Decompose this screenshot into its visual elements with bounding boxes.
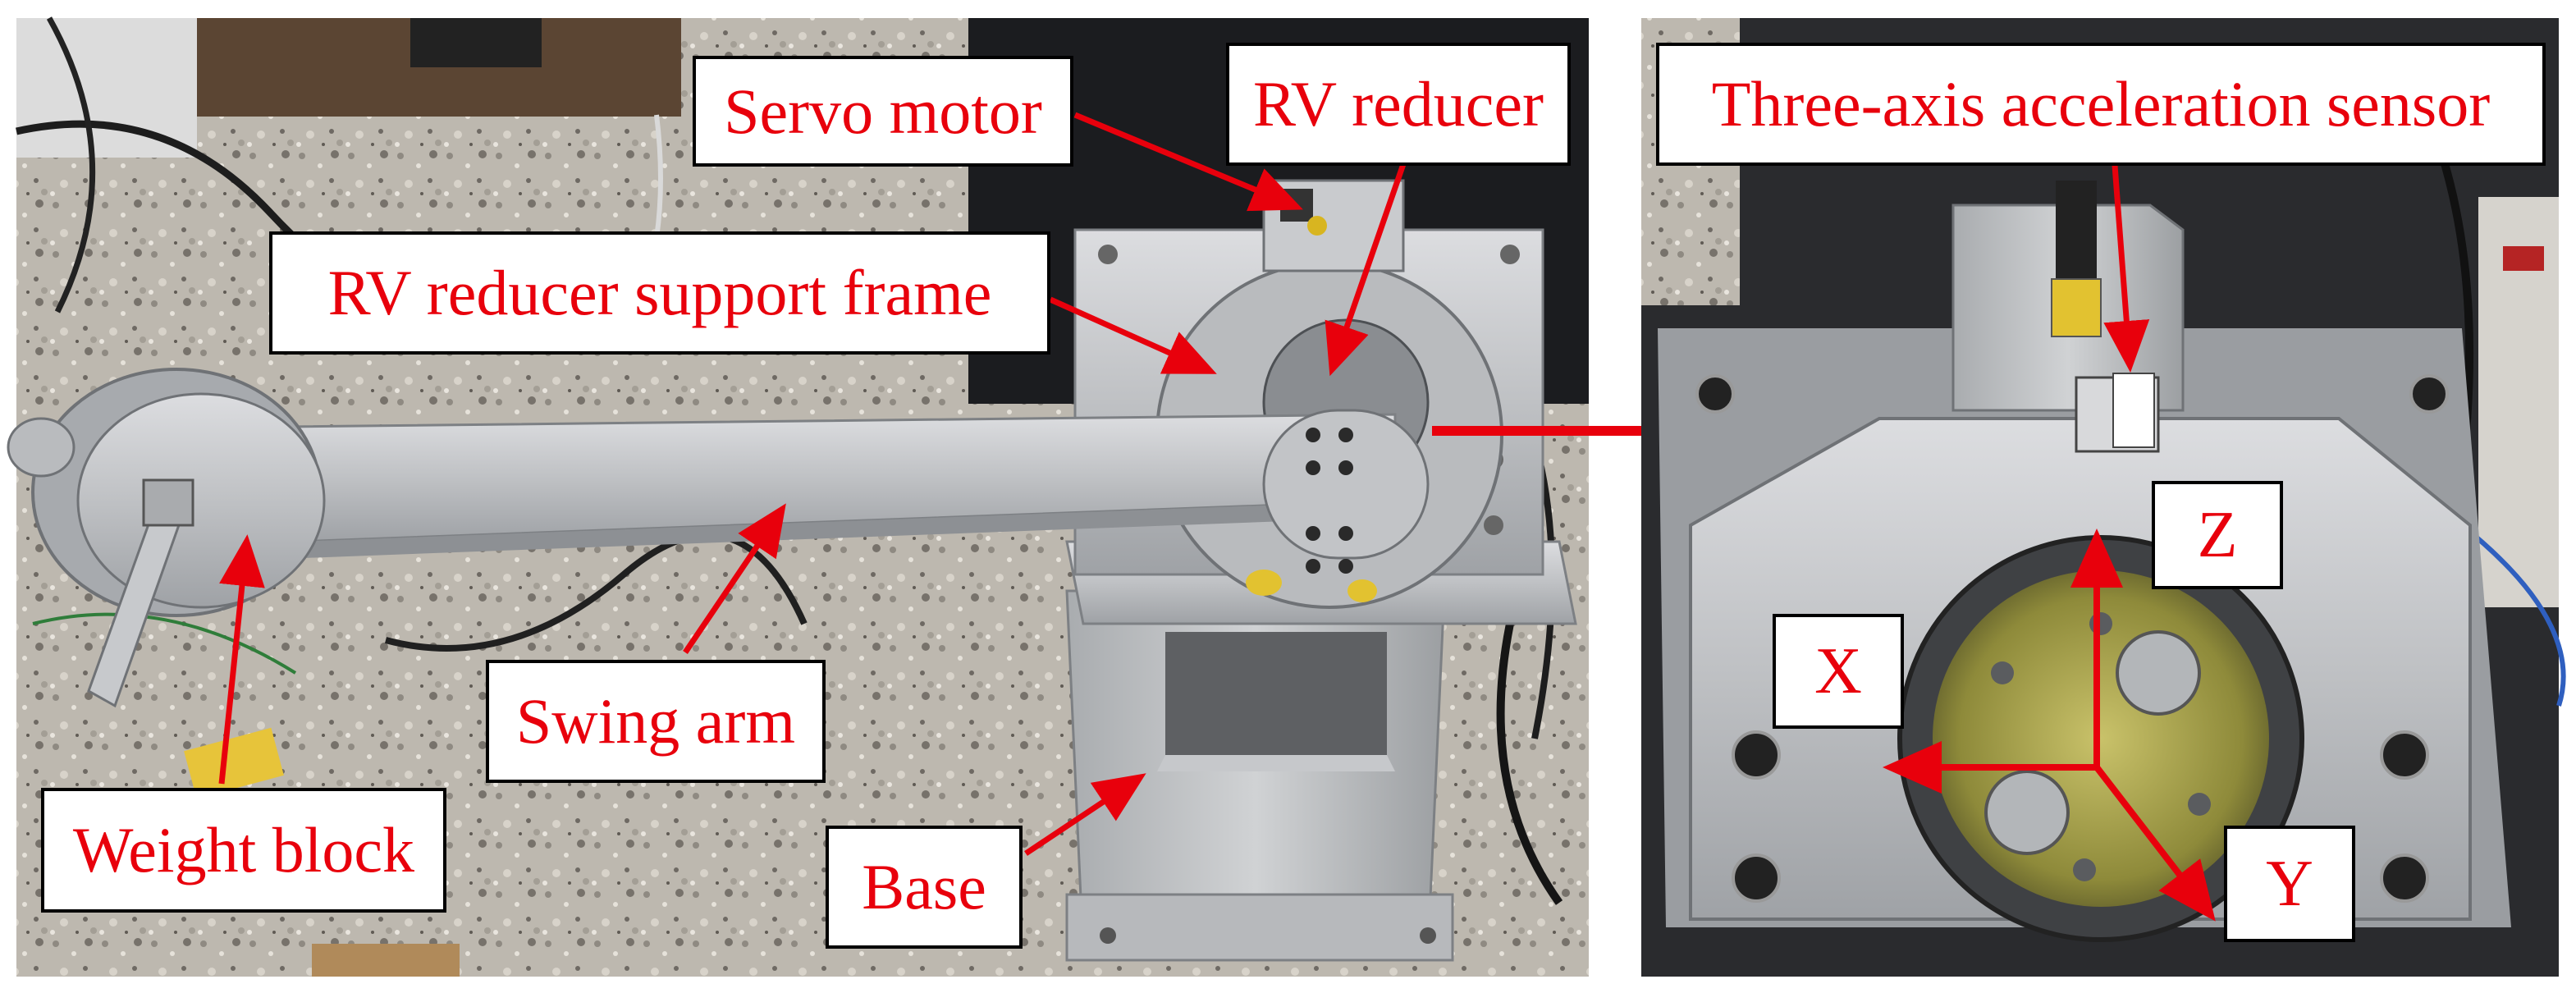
callout-arrows-left: [218, 112, 1407, 856]
axis-y-arrow: [2093, 765, 2216, 922]
label-sensor: Three-axis acceleration sensor: [1656, 43, 2546, 166]
yellow-tape: [184, 727, 284, 799]
label-rv-reducer: RV reducer: [1226, 43, 1571, 166]
white-box: [16, 18, 197, 158]
label-servo-motor: Servo motor: [693, 56, 1073, 167]
axis-arrows: [1883, 529, 2216, 922]
cardboard: [312, 944, 460, 977]
frame-bolts: [1695, 374, 2449, 903]
gear-hole: [1984, 770, 2070, 855]
base: [1065, 589, 1454, 962]
black-device: [410, 18, 542, 67]
label-weight-block: Weight block: [41, 788, 446, 913]
label-base: Base: [826, 826, 1023, 949]
cable: [46, 16, 96, 313]
sensor-mount: [1951, 181, 2185, 453]
callout-arrows-right: [2103, 143, 2150, 373]
label-swing-arm: Swing arm: [486, 660, 826, 783]
label-axis-x: X: [1773, 614, 1904, 729]
label-axis-y: Y: [2224, 826, 2355, 942]
label-axis-z: Z: [2152, 481, 2283, 589]
swing-arm-body: [286, 409, 1430, 602]
cable: [32, 612, 297, 675]
red-part: [2503, 246, 2544, 271]
label-support-frame: RV reducer support frame: [269, 231, 1050, 355]
gear-hole: [2116, 630, 2201, 716]
